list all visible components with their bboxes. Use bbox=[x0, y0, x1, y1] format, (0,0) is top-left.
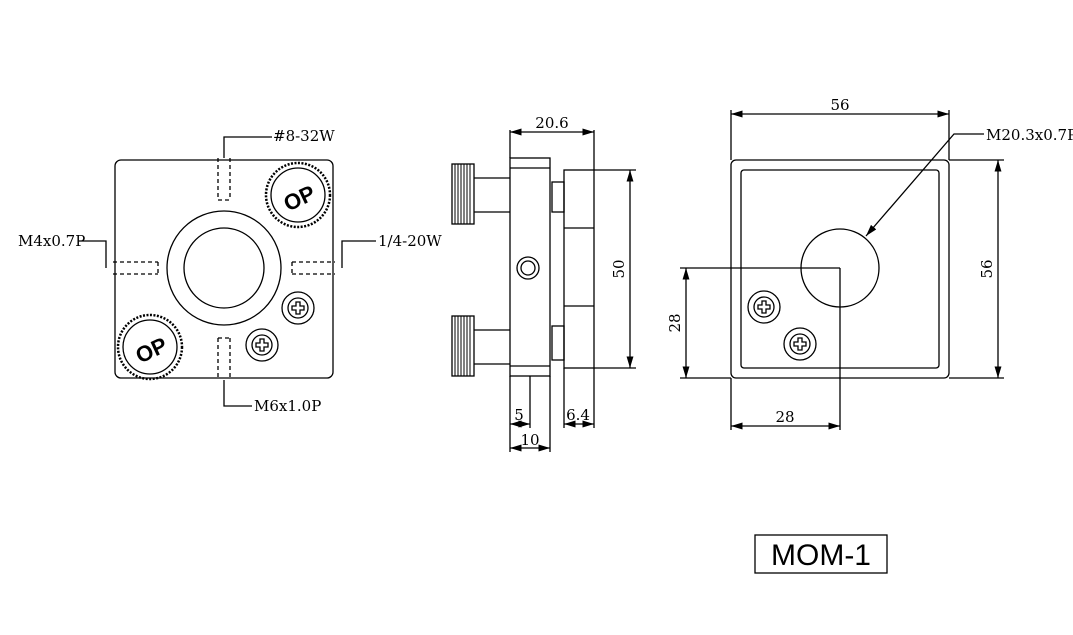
dim-5: 5 bbox=[514, 406, 524, 424]
thread-leader bbox=[865, 133, 984, 237]
side-knob-knurl bbox=[454, 164, 471, 376]
hole-right-label: 1/4-20W bbox=[378, 232, 442, 250]
leader-bottom bbox=[223, 380, 252, 407]
hole-top bbox=[217, 158, 231, 201]
hole-top-label: #8-32W bbox=[273, 127, 335, 145]
knob-bottom-label: OP bbox=[132, 332, 171, 368]
knob-top-right bbox=[264, 161, 332, 229]
dim-center-x: 28 bbox=[775, 408, 794, 426]
front-ring-inner bbox=[183, 227, 265, 309]
model-label: MOM-1 bbox=[771, 539, 871, 572]
hole-bottom bbox=[217, 337, 231, 380]
dim-6-4: 6.4 bbox=[566, 406, 590, 424]
side-front-plate bbox=[563, 169, 595, 369]
front-ring-outer bbox=[166, 210, 282, 326]
dim-center-y: 28 bbox=[666, 313, 684, 332]
side-knob-top bbox=[451, 163, 510, 225]
dim-rear-height: 56 bbox=[978, 259, 996, 278]
leader-right bbox=[341, 240, 376, 268]
hole-left-label: M4x0.7P bbox=[18, 232, 85, 250]
side-main-block bbox=[509, 157, 551, 377]
dim-total-width: 20.6 bbox=[535, 114, 568, 132]
dim-height: 50 bbox=[610, 259, 628, 278]
rear-screw-upper bbox=[747, 290, 781, 324]
leader-top bbox=[223, 136, 272, 158]
front-plate bbox=[114, 159, 334, 379]
knob-bottom-left bbox=[116, 313, 184, 381]
side-view bbox=[451, 128, 636, 452]
front-view bbox=[78, 136, 376, 407]
knob-top-label: OP bbox=[280, 180, 319, 216]
hole-bottom-label: M6x1.0P bbox=[254, 397, 321, 415]
model-box bbox=[754, 534, 888, 574]
dim-10: 10 bbox=[520, 431, 539, 449]
thread-label: M20.3x0.7P bbox=[986, 126, 1073, 144]
rear-screw-lower bbox=[783, 327, 817, 361]
dim-rear-width: 56 bbox=[830, 96, 849, 114]
side-knob-bottom bbox=[451, 315, 510, 377]
rear-view bbox=[680, 110, 1004, 430]
hole-right bbox=[291, 261, 335, 275]
screw-upper bbox=[281, 291, 315, 325]
leader-left bbox=[78, 240, 107, 268]
screw-lower bbox=[245, 328, 279, 362]
hole-left bbox=[113, 261, 159, 275]
